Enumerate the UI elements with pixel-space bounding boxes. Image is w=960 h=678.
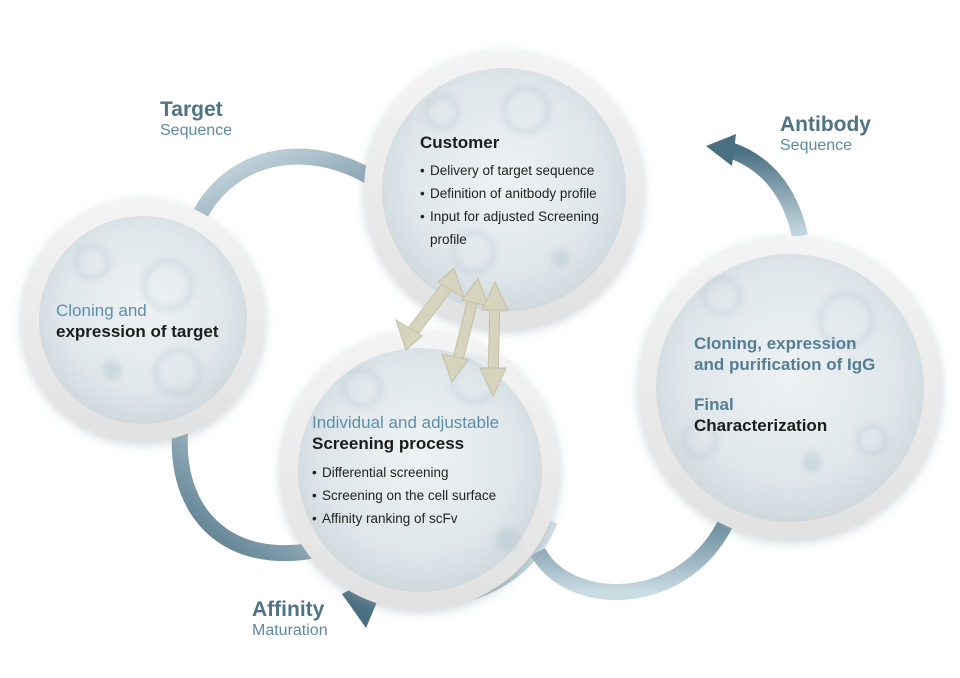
double-arrow-2	[441, 276, 489, 384]
screening-bullets: Differential screening Screening on the …	[312, 461, 542, 530]
customer-bullet: Input for adjusted Screening	[420, 205, 620, 228]
screening-bullet: Screening on the cell surface	[312, 484, 542, 507]
customer-bullet: Delivery of target sequence	[420, 159, 620, 182]
double-arrow-1	[395, 267, 465, 351]
customer-bullets: Delivery of target sequence Definition o…	[420, 159, 620, 251]
screening-line2: Screening process	[312, 434, 465, 454]
customer-title: Customer	[420, 133, 500, 152]
label-affinity-sub: Maturation	[252, 622, 328, 640]
label-antibody-sub: Sequence	[780, 137, 853, 155]
screening-line1: Individual and adjustable	[312, 413, 500, 432]
customer-bullet: Definition of anitbody profile	[420, 182, 620, 205]
label-target-title: Target	[160, 98, 223, 121]
customer-bullet: profile	[430, 232, 467, 248]
screening-text: Individual and adjustable Screening proc…	[312, 412, 542, 530]
igg-text: Cloning, expression and purification of …	[694, 333, 924, 436]
cloning-target-line2: expression of target	[56, 322, 219, 342]
circle-cloning-target	[21, 198, 265, 442]
circle-igg	[638, 236, 942, 540]
cloning-target-text: Cloning and expression of target	[56, 300, 246, 343]
label-antibody-sequence: Antibody Sequence	[780, 113, 871, 156]
customer-text: Customer Delivery of target sequence Def…	[420, 132, 620, 251]
label-affinity-maturation: Affinity Maturation	[252, 598, 328, 641]
label-target-sequence: Target Sequence	[160, 98, 232, 141]
screening-bullet: Differential screening	[312, 461, 542, 484]
igg-line4: Characterization	[694, 415, 828, 435]
igg-line1: Cloning, expression	[694, 334, 857, 353]
label-affinity-title: Affinity	[252, 598, 325, 621]
cloning-target-line1: Cloning and	[56, 301, 147, 320]
label-antibody-title: Antibody	[780, 113, 871, 136]
double-arrows-customer-screening	[395, 267, 509, 398]
double-arrow-3	[479, 280, 509, 398]
label-target-sub: Sequence	[160, 122, 233, 140]
arrow-antibody-sequence	[706, 134, 808, 238]
igg-line2: and purification of IgG	[694, 355, 876, 375]
screening-bullet: Affinity ranking of scFv	[312, 507, 542, 530]
igg-line3: Final	[694, 394, 734, 414]
